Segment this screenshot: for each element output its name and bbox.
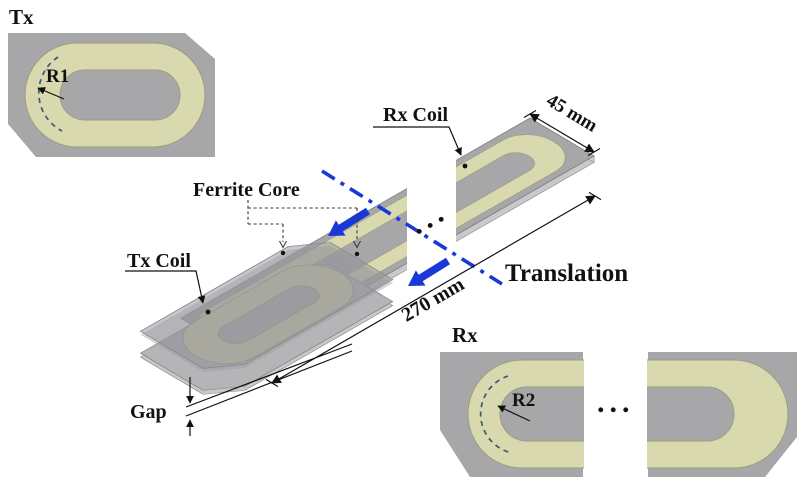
translation-label: Translation: [505, 260, 628, 287]
tx-coil-callout: Tx Coil: [125, 250, 211, 315]
ferrite-core-callout: Ferrite Core: [193, 179, 361, 257]
rail-width-label: 45 mm: [543, 90, 601, 137]
r2-arrow: [497, 405, 531, 422]
tx-view-label: Tx: [9, 5, 34, 29]
ferrite-anchor-dot-rx: [354, 251, 360, 257]
r1-radius-arc: [37, 56, 63, 132]
tx-coil-ring-inner: [59, 69, 181, 121]
ferrite-core-label: Ferrite Core: [193, 179, 300, 201]
r1-label: R1: [46, 66, 69, 87]
r2-label: R2: [512, 390, 535, 411]
tx-coil-label: Tx Coil: [127, 250, 191, 272]
gap-label: Gap: [130, 401, 167, 423]
r1-arrow: [37, 87, 65, 100]
rx-coil-callout: Rx Coil: [373, 104, 468, 169]
tx-coil-anchor-dot: [205, 309, 211, 315]
rx-coil-anchor-dot: [462, 163, 468, 169]
rx-view-ellipsis: ...: [597, 386, 635, 419]
gap-annotation: Gap: [130, 343, 353, 436]
rx-top-view: R2 ... Rx: [440, 323, 797, 484]
rx-view-label: Rx: [452, 323, 478, 347]
rx-coil-label: Rx Coil: [383, 104, 448, 126]
ferrite-anchor-dot-tx: [280, 250, 286, 256]
tx-top-view: R1 Tx: [8, 5, 215, 157]
